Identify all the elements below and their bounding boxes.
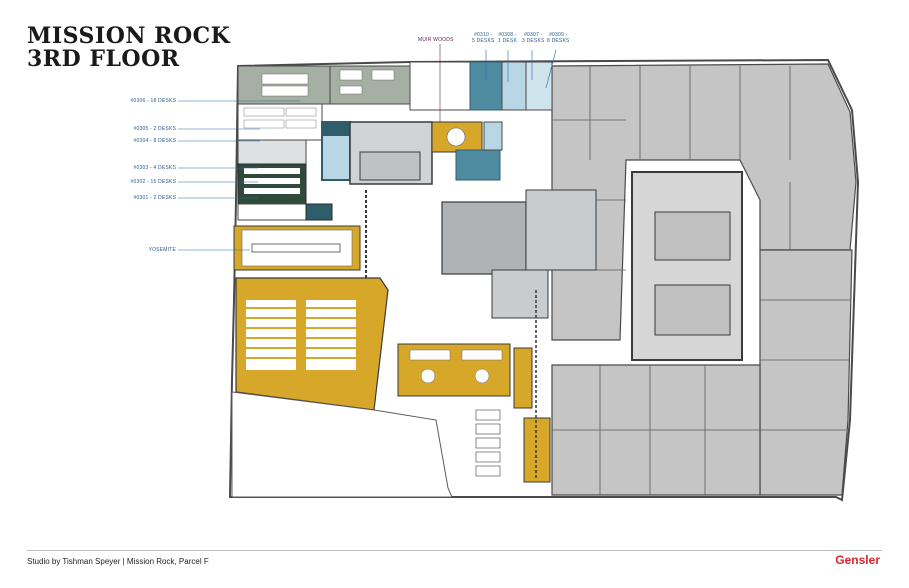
room-0307-0309 bbox=[525, 61, 553, 111]
brand-logo: Gensler bbox=[835, 553, 880, 567]
label-room-0305: #0305 - 2 DESKS bbox=[133, 126, 176, 132]
core-right-inner-2 bbox=[654, 284, 731, 336]
terrace bbox=[231, 391, 453, 498]
title-line-1: MISSION ROCK bbox=[27, 23, 231, 49]
label-room-0306: #0306 - 18 DESKS bbox=[130, 98, 176, 104]
lounge-side bbox=[513, 347, 533, 409]
desks-0306 bbox=[261, 69, 395, 97]
label-room-0309-code: #0309 - bbox=[549, 32, 568, 38]
yosemite-table bbox=[251, 243, 341, 253]
service-area-2 bbox=[491, 269, 549, 319]
room-0301-accent bbox=[305, 203, 333, 221]
service-area bbox=[525, 189, 597, 271]
leader-lines bbox=[178, 49, 557, 251]
light-blue-small bbox=[483, 121, 503, 151]
label-room-0310-desks: 5 DESKS bbox=[472, 38, 495, 44]
core-right-inner bbox=[654, 211, 731, 261]
label-room-0308: #0308 - 1 DESK bbox=[498, 32, 517, 44]
label-room-0307-desks: 3 DESKS bbox=[522, 38, 545, 44]
restrooms bbox=[441, 201, 527, 275]
label-room-0308-desks: 1 DESK bbox=[498, 38, 517, 44]
label-room-0309-desks: 8 DESKS bbox=[547, 38, 570, 44]
label-room-0301: #0301 - 2 DESKS bbox=[133, 195, 176, 201]
unit-partitions bbox=[552, 66, 850, 495]
label-yosemite: YOSEMITE bbox=[148, 247, 176, 253]
label-muir-woods: MUIR WOODS bbox=[418, 37, 454, 43]
label-room-0302: #0302 - 15 DESKS bbox=[130, 179, 176, 185]
lounge-furniture bbox=[409, 349, 503, 384]
event-seating-rows bbox=[246, 307, 356, 359]
teal-small bbox=[455, 149, 501, 181]
label-room-0308-code: #0308 - bbox=[498, 32, 517, 38]
gold-booths bbox=[523, 417, 551, 483]
label-room-0303: #0303 - 4 DESKS bbox=[133, 165, 176, 171]
desks-0302 bbox=[244, 168, 300, 194]
page-title: MISSION ROCK 3RD FLOOR bbox=[27, 25, 230, 71]
label-room-0307-code: #0307 - bbox=[524, 32, 543, 38]
muir-woods-table bbox=[446, 127, 466, 147]
label-room-0309: #0309 - 8 DESKS bbox=[547, 32, 570, 44]
label-room-0304: #0304 - 8 DESKS bbox=[133, 138, 176, 144]
core-elevators bbox=[359, 151, 421, 181]
dining-tables bbox=[475, 409, 501, 477]
room-0304 bbox=[237, 139, 307, 165]
teal-offices-2 bbox=[322, 122, 350, 136]
residential-block-top bbox=[551, 63, 857, 341]
desks-0305 bbox=[243, 107, 317, 129]
label-room-0310: #0310 - 5 DESKS bbox=[472, 32, 495, 44]
footer-text: Studio by Tishman Speyer | Mission Rock,… bbox=[27, 557, 209, 566]
footer-divider bbox=[27, 550, 882, 551]
title-line-2: 3RD FLOOR bbox=[27, 46, 180, 72]
label-room-0310-code: #0310 - bbox=[474, 32, 493, 38]
residential-block-right bbox=[759, 249, 853, 496]
label-room-0307: #0307 - 3 DESKS bbox=[522, 32, 545, 44]
